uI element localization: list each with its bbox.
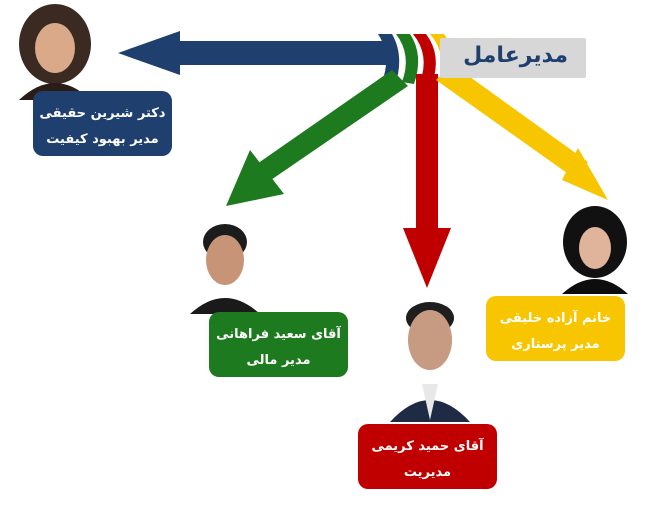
ceo-label: مدیرعامل: [440, 38, 586, 78]
arrow-red: [403, 34, 451, 288]
manager-role: مدیریت: [403, 465, 452, 480]
manager-photo-quality: [19, 4, 91, 100]
ceo-title: مدیرعامل: [463, 43, 568, 68]
manager-name: آقای سعید فراهانی: [216, 327, 341, 342]
manager-card-finance: آقای سعید فراهانی مدیر مالی: [209, 312, 348, 377]
manager-name: خانم آزاده خلیقی: [499, 311, 612, 326]
manager-card-director: آقای حمید کریمی مدیریت: [358, 424, 497, 489]
manager-card-nursing: خانم آزاده خلیقی مدیر پرستاری: [486, 296, 625, 361]
arrow-blue: [118, 31, 400, 82]
manager-card-quality: دکتر شیرین حقیقی مدیر بهبود کیفیت: [33, 91, 172, 156]
manager-photo-director: [390, 302, 470, 422]
arrow-green: [226, 34, 419, 206]
manager-role: مدیر بهبود کیفیت: [46, 132, 159, 147]
manager-photo-nursing: [562, 206, 628, 294]
manager-name: دکتر شیرین حقیقی: [39, 106, 166, 121]
manager-role: مدیر مالی: [246, 353, 311, 368]
manager-photo-finance: [190, 224, 260, 314]
manager-role: مدیر پرستاری: [511, 337, 600, 352]
manager-name: آقای حمید کریمی: [371, 439, 484, 454]
